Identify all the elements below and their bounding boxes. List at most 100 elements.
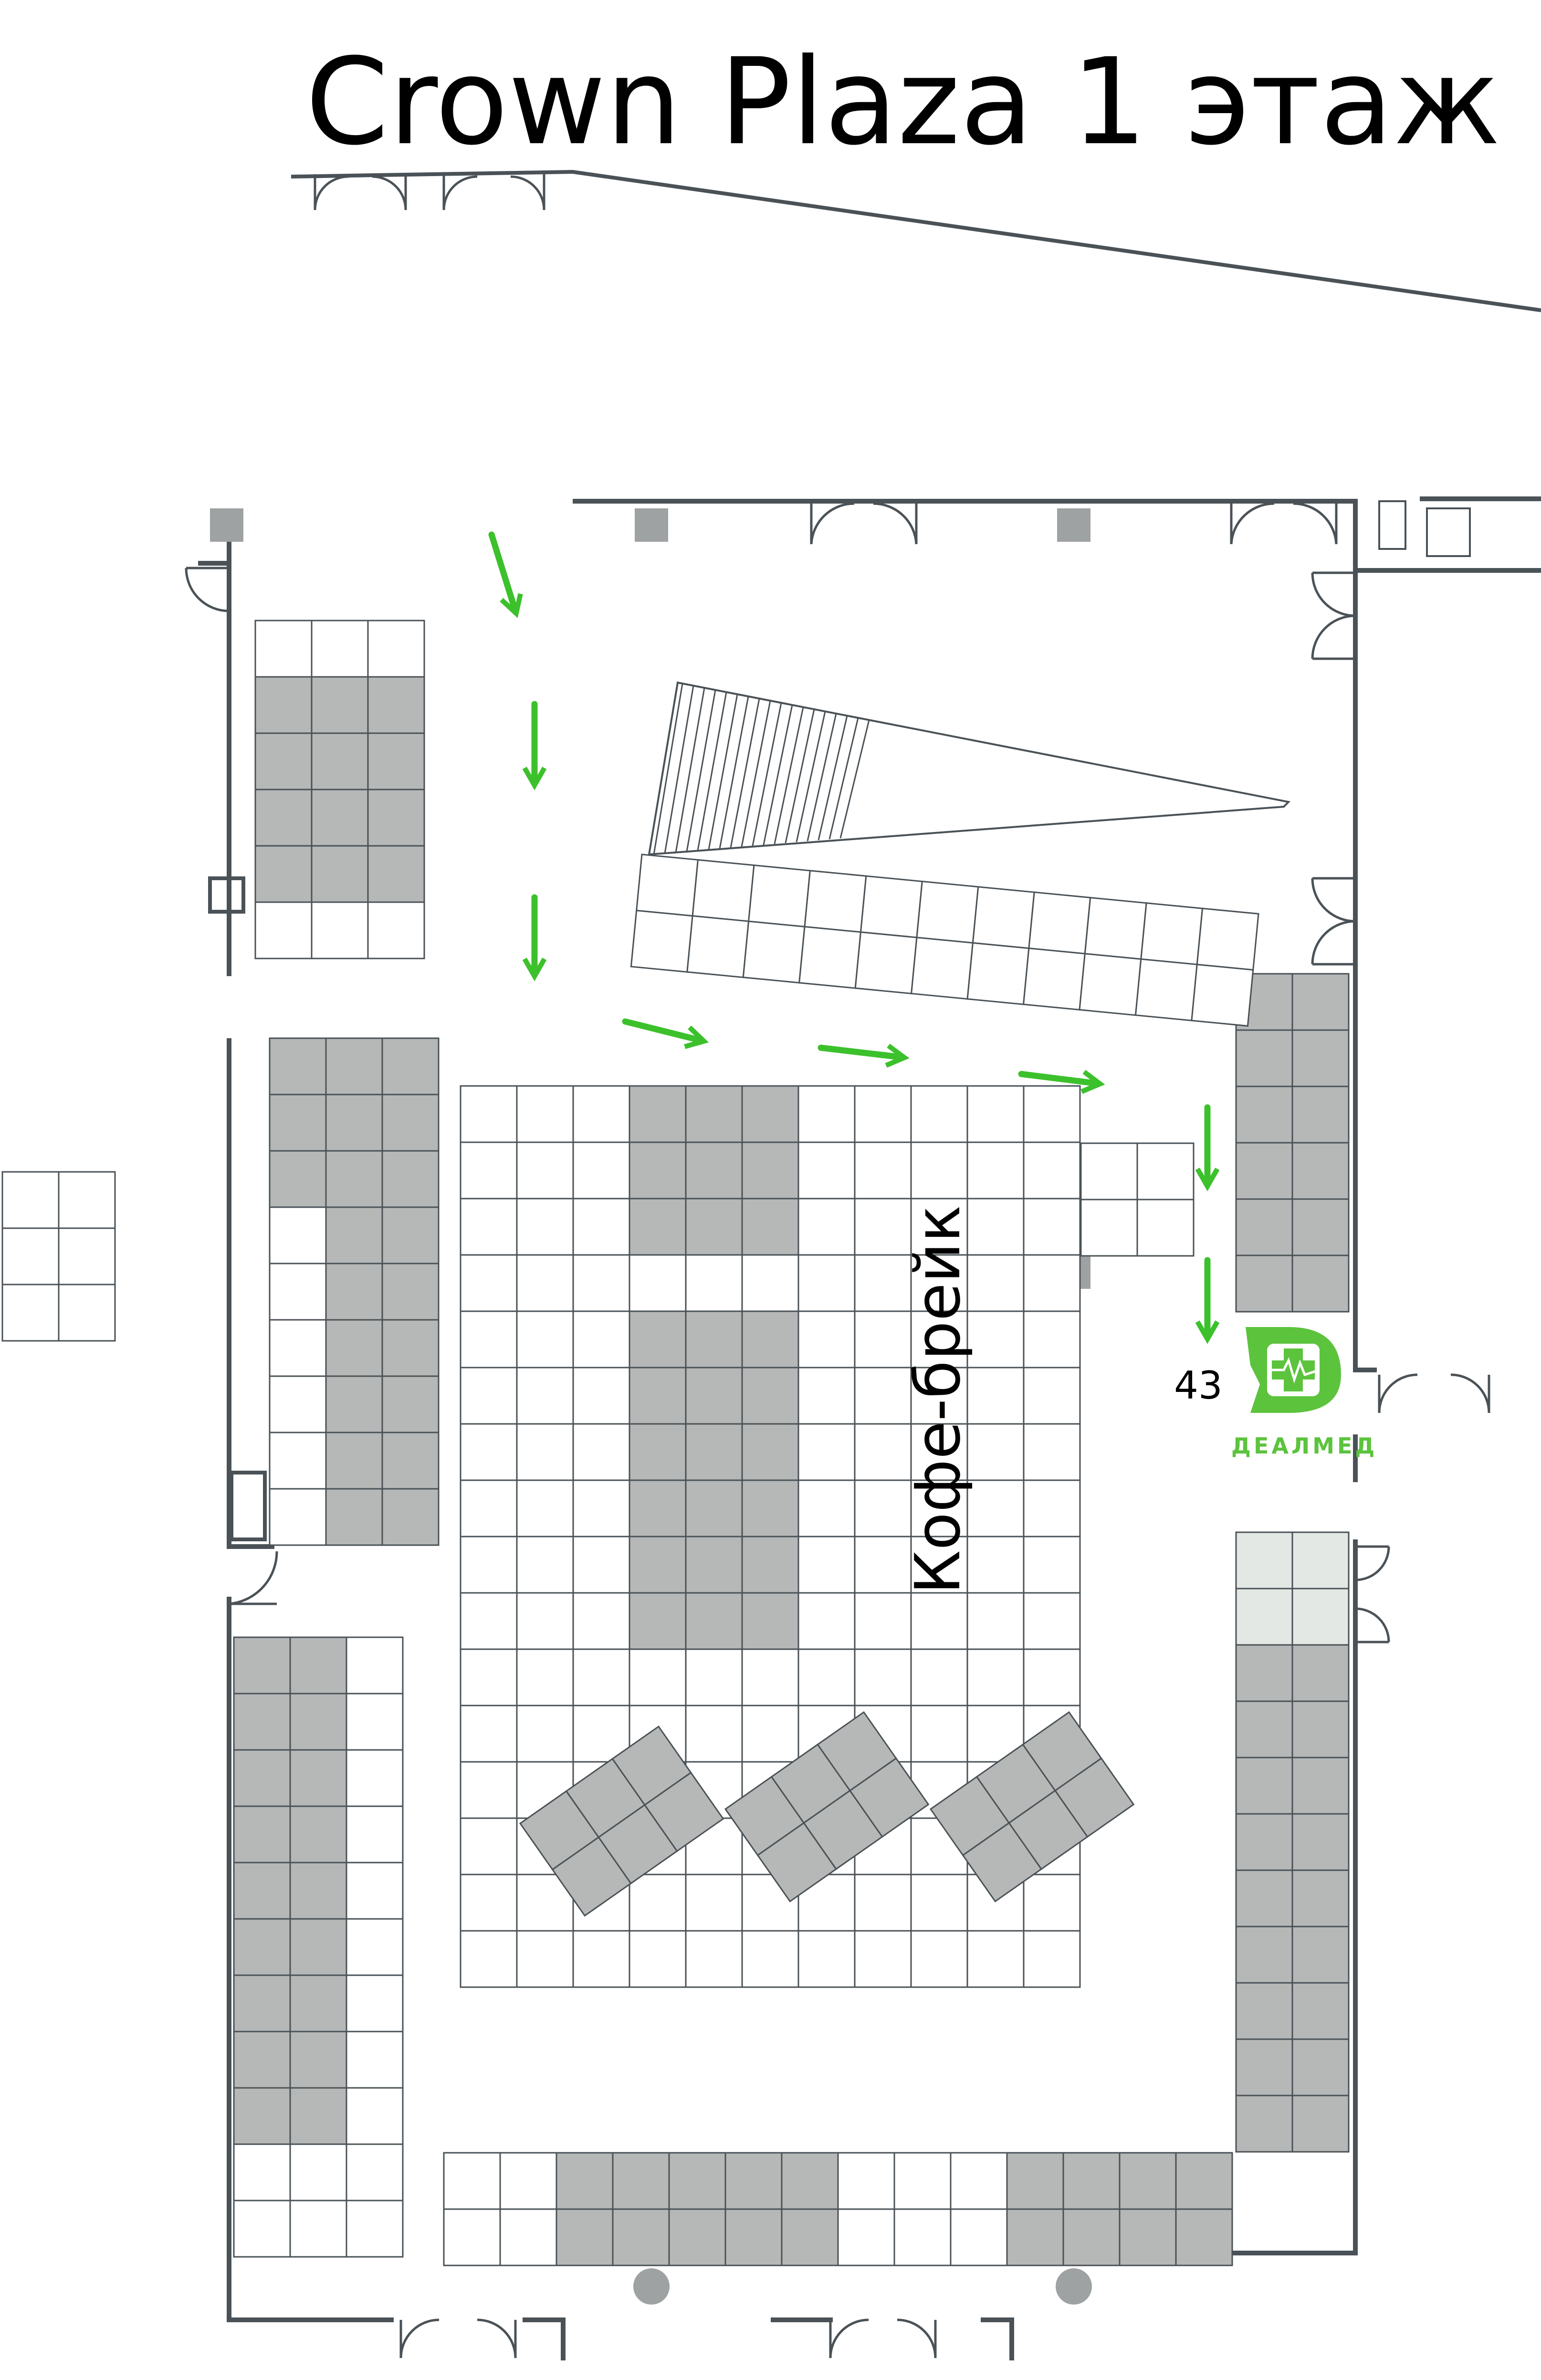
- booth-cell[interactable]: [1235, 1142, 1293, 1200]
- booth-cell[interactable]: [966, 1198, 1025, 1256]
- booth-cell[interactable]: [910, 1648, 968, 1706]
- booth-cell[interactable]: [636, 853, 699, 917]
- booth-cell[interactable]: [629, 1930, 687, 1988]
- booth-cell[interactable]: [629, 1198, 687, 1256]
- booth-cell[interactable]: [346, 2143, 404, 2201]
- booth-cell[interactable]: [311, 845, 369, 903]
- booth-cell[interactable]: [516, 1930, 574, 1988]
- booth-cell[interactable]: [289, 2087, 347, 2145]
- booth-cell[interactable]: [460, 1592, 518, 1650]
- booth-cell[interactable]: [849, 1757, 930, 1838]
- booth-cell[interactable]: [1062, 2208, 1121, 2266]
- booth-cell[interactable]: [381, 1150, 440, 1208]
- booth-cell[interactable]: [572, 1310, 630, 1369]
- booth-cell[interactable]: [1136, 1199, 1195, 1257]
- booth-cell[interactable]: [516, 1536, 574, 1594]
- booth-cell[interactable]: [289, 2143, 347, 2201]
- booth-cell[interactable]: [460, 1817, 518, 1875]
- booth-cell[interactable]: [685, 1423, 743, 1481]
- booth-cell[interactable]: [311, 901, 369, 959]
- booth-cell[interactable]: [910, 1592, 968, 1650]
- booth-cell[interactable]: [289, 1636, 347, 1695]
- booth-cell[interactable]: [685, 1254, 743, 1312]
- booth-cell[interactable]: [381, 1375, 440, 1433]
- booth-cell[interactable]: [311, 789, 369, 847]
- booth-cell[interactable]: [254, 845, 313, 903]
- booth-cell[interactable]: [346, 1974, 404, 2032]
- booth-cell[interactable]: [797, 1423, 856, 1481]
- booth-cell[interactable]: [254, 620, 313, 678]
- booth-cell[interactable]: [367, 901, 425, 959]
- booth-cell[interactable]: [1136, 1142, 1195, 1201]
- booth-cell[interactable]: [572, 1479, 630, 1538]
- booth-cell[interactable]: [797, 1479, 856, 1538]
- booth-cell[interactable]: [289, 1805, 347, 1864]
- booth-cell[interactable]: [1023, 1536, 1081, 1594]
- booth-cell[interactable]: [233, 1918, 291, 1976]
- booth-cell[interactable]: [460, 1479, 518, 1538]
- booth-cell[interactable]: [1023, 1141, 1081, 1200]
- booth-cell[interactable]: [499, 2152, 557, 2210]
- booth-cell[interactable]: [966, 1254, 1025, 1312]
- booth-cell[interactable]: [629, 1479, 687, 1538]
- booth-cell[interactable]: [572, 1536, 630, 1594]
- booth-cell[interactable]: [629, 1592, 687, 1650]
- booth-cell[interactable]: [685, 1367, 743, 1425]
- booth-cell[interactable]: [910, 1141, 968, 1200]
- booth-cell[interactable]: [346, 1749, 404, 1807]
- booth-cell[interactable]: [460, 1705, 518, 1763]
- booth-cell[interactable]: [460, 1536, 518, 1594]
- booth-cell[interactable]: [797, 1141, 856, 1200]
- booth-cell[interactable]: [325, 1094, 383, 1152]
- booth-cell[interactable]: [629, 1310, 687, 1369]
- booth-cell[interactable]: [741, 1705, 799, 1763]
- booth-cell[interactable]: [741, 1536, 799, 1594]
- booth-cell[interactable]: [741, 1254, 799, 1312]
- booth-cell[interactable]: [516, 1310, 574, 1369]
- booth-cell[interactable]: [572, 1141, 630, 1200]
- booth-cell[interactable]: [685, 1198, 743, 1256]
- booth-cell[interactable]: [685, 1479, 743, 1538]
- booth-cell[interactable]: [269, 1150, 327, 1208]
- booth-cell[interactable]: [1291, 1926, 1350, 1984]
- booth-cell[interactable]: [58, 1171, 116, 1229]
- booth-cell[interactable]: [499, 2208, 557, 2266]
- booth-cell[interactable]: [910, 1930, 968, 1988]
- booth-cell[interactable]: [1291, 1644, 1350, 1702]
- booth-cell[interactable]: [269, 1263, 327, 1321]
- booth-cell[interactable]: [1080, 1142, 1138, 1201]
- booth-cell[interactable]: [381, 1319, 440, 1377]
- booth-cell[interactable]: [1175, 2208, 1233, 2266]
- booth-cell[interactable]: [346, 1636, 404, 1695]
- booth-cell[interactable]: [797, 1648, 856, 1706]
- booth-cell[interactable]: [966, 1085, 1025, 1143]
- booth-cell[interactable]: [367, 845, 425, 903]
- booth-cell[interactable]: [233, 1805, 291, 1864]
- booth-cell[interactable]: [572, 1930, 630, 1988]
- booth-cell[interactable]: [966, 1367, 1025, 1425]
- booth-cell[interactable]: [460, 1761, 518, 1819]
- booth-cell[interactable]: [460, 1367, 518, 1425]
- booth-cell[interactable]: [233, 2087, 291, 2145]
- booth-cell[interactable]: [1235, 1644, 1293, 1702]
- booth-cell[interactable]: [1080, 1199, 1138, 1257]
- booth-cell[interactable]: [950, 2152, 1008, 2210]
- booth-cell[interactable]: [289, 1974, 347, 2032]
- booth-cell[interactable]: [1191, 963, 1254, 1027]
- booth-cell[interactable]: [1023, 1198, 1081, 1256]
- booth-cell[interactable]: [58, 1284, 116, 1342]
- booth-cell[interactable]: [629, 1085, 687, 1143]
- booth-cell[interactable]: [269, 1319, 327, 1377]
- booth-cell[interactable]: [685, 1930, 743, 1988]
- booth-cell[interactable]: [1134, 958, 1198, 1022]
- booth-cell[interactable]: [325, 1375, 383, 1433]
- booth-cell[interactable]: [741, 1930, 799, 1988]
- booth-cell[interactable]: [686, 915, 750, 979]
- booth-cell[interactable]: [1140, 902, 1204, 966]
- booth-cell[interactable]: [325, 1432, 383, 1490]
- booth-cell[interactable]: [367, 789, 425, 847]
- booth-cell[interactable]: [685, 1536, 743, 1594]
- booth-cell[interactable]: [1291, 1757, 1350, 1815]
- booth-cell[interactable]: [233, 2200, 291, 2258]
- booth-cell[interactable]: [629, 1367, 687, 1425]
